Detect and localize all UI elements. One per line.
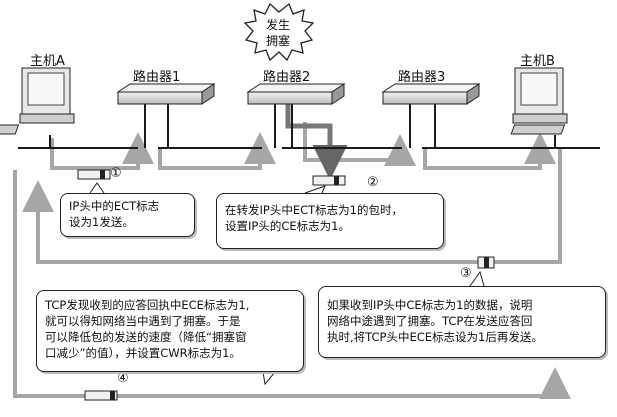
router-3-label: 路由器3 (398, 70, 446, 85)
congestion-label-line2: 拥塞 (266, 34, 291, 48)
step-2-marker: ② (367, 175, 379, 190)
callout-pointers (89, 182, 485, 386)
note-3-line: 执时,将TCP头中ECE标志设为1后再发送。 (327, 330, 543, 344)
note-2-line: 设置IP头的CE标志为1。 (225, 219, 350, 233)
step-1-marker: ① (110, 166, 122, 181)
congestion-burst-icon (243, 2, 315, 62)
note-3-line: 如果收到IP头中CE标志为1的数据，说明 (327, 298, 533, 312)
note-2-line: 在转发IP头中ECT标志为1的包时， (225, 203, 403, 217)
note-4-line: 就可以得知网络当中遇到了拥塞。于是 (45, 314, 241, 328)
packet-icon-2 (312, 175, 346, 186)
ack-flow-path (13, 148, 571, 399)
note-3-line: 网络中途遇到了拥塞。TCP在发送应答回 (327, 314, 533, 328)
router-2-label: 路由器2 (263, 70, 311, 85)
note-step-3: 如果收到IP头中CE标志为1的数据，说明 网络中途遇到了拥塞。TCP在发送应答回… (318, 286, 606, 358)
note-4-line: 口减少”的值），并设置CWR标志为1。 (45, 346, 241, 360)
packet-icon-3 (477, 256, 495, 269)
host-a-label: 主机A (30, 54, 65, 69)
network-segments (18, 103, 600, 149)
note-1-line: 设为1发送。 (69, 215, 134, 229)
note-1-line: IP头中的ECT标志 (69, 199, 160, 213)
step-4-marker: ④ (117, 371, 129, 386)
note-step-4: TCP发现收到的应答回执中ECE标志为1, 就可以得知网络当中遇到了拥塞。于是 … (36, 290, 304, 372)
congestion-label-line1: 发生 (266, 18, 291, 32)
host-a-computer-icon (0, 67, 75, 135)
packet-icon-4 (84, 390, 118, 401)
congestion-arrow (285, 100, 348, 180)
step-3-marker: ③ (460, 266, 472, 281)
note-4-line: 可以降低包的发送的速度（降低“拥塞窗 (45, 330, 247, 344)
router-1-label: 路由器1 (133, 70, 181, 85)
host-b-computer-icon (510, 67, 568, 135)
note-step-1: IP头中的ECT标志 设为1发送。 (60, 193, 195, 237)
router-2-icon (246, 83, 346, 105)
router-1-icon (116, 83, 216, 105)
note-4-line: TCP发现收到的应答回执中ECE标志为1, (45, 298, 250, 312)
data-flow-path (50, 122, 556, 170)
host-b-label: 主机B (520, 54, 555, 69)
packet-icon-1 (77, 169, 111, 180)
note-step-2: 在转发IP头中ECT标志为1的包时， 设置IP头的CE标志为1。 (216, 193, 444, 249)
router-3-icon (381, 83, 481, 105)
